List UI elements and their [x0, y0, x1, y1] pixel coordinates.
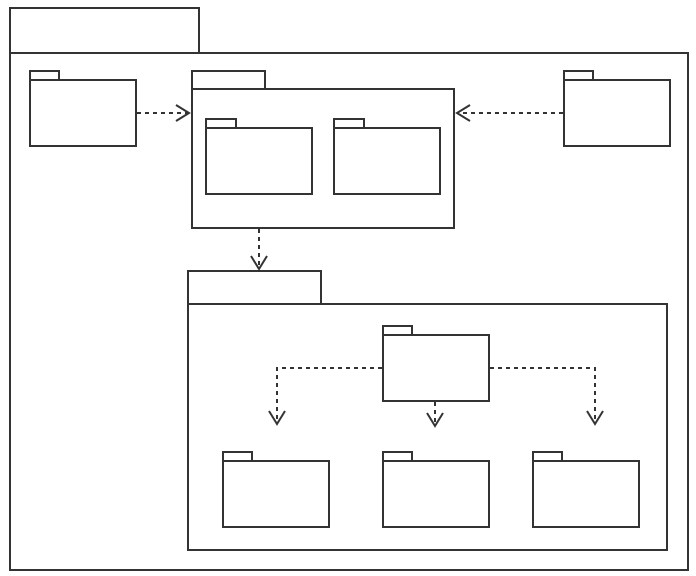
open-arrow-head [250, 255, 268, 271]
open-arrow-head [175, 104, 191, 122]
dependency-lower-top-to-lower-middle [426, 402, 444, 428]
lower-right-package [532, 451, 640, 528]
lower-left-package-body [222, 460, 330, 528]
central-inner-package-1 [205, 118, 313, 195]
lower-right-package-body [532, 460, 640, 528]
dependency-lower-top-to-lower-right [490, 367, 604, 426]
lower-middle-package [382, 451, 490, 528]
central-inner-package-1-tab [205, 118, 237, 129]
dependency-line [490, 367, 596, 424]
central-inner-package-2-tab [333, 118, 365, 129]
lower-top-package-body [382, 334, 490, 402]
dependency-right-to-central [455, 104, 563, 122]
left-package-tab [29, 70, 60, 81]
central-inner-package-2 [333, 118, 441, 195]
open-arrow-head [268, 410, 286, 426]
lower-top-package [382, 325, 490, 402]
dependency-left-to-central [137, 104, 191, 122]
right-package-tab [563, 70, 594, 81]
lower-package-tab [187, 270, 322, 305]
open-arrow-head [586, 410, 604, 426]
left-package-body [29, 79, 137, 147]
central-package-tab [191, 70, 266, 90]
outer-package-tab [9, 7, 200, 54]
open-arrow-head [455, 104, 471, 122]
right-package [563, 70, 671, 147]
central-inner-package-2-body [333, 127, 441, 195]
lower-right-package-tab [532, 451, 563, 462]
lower-top-package-tab [382, 325, 413, 336]
dependency-central-to-lower [250, 229, 268, 271]
right-package-body [563, 79, 671, 147]
open-arrow-head [426, 412, 444, 428]
lower-middle-package-tab [382, 451, 413, 462]
central-inner-package-1-body [205, 127, 313, 195]
left-package [29, 70, 137, 147]
lower-left-package-tab [222, 451, 253, 462]
lower-middle-package-body [382, 460, 490, 528]
dependency-lower-top-to-lower-left [268, 367, 382, 426]
dependency-line [276, 367, 382, 424]
lower-left-package [222, 451, 330, 528]
